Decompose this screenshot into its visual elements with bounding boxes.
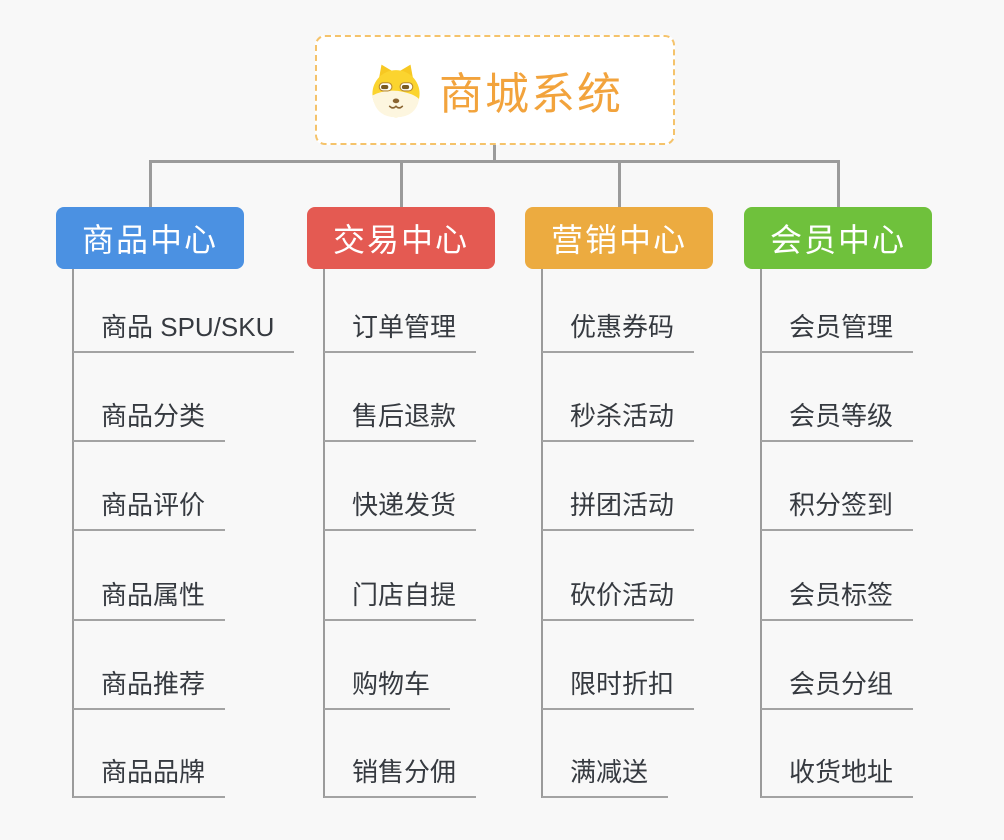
branch-node-0[interactable]: 商品中心 [56,207,244,269]
branch-node-1[interactable]: 交易中心 [307,207,495,269]
leaf-node[interactable]: 售后退款 [324,396,477,442]
dog-face-icon [372,64,420,118]
leaf-node[interactable]: 会员标签 [761,575,914,621]
leaf-node[interactable]: 拼团活动 [542,485,695,531]
leaf-node[interactable]: 快递发货 [324,485,477,531]
leaf-trunk-line-3 [760,269,762,798]
root-stem-line [493,145,496,163]
leaf-trunk-line-0 [72,269,74,798]
branch-node-3[interactable]: 会员中心 [744,207,932,269]
leaf-node[interactable]: 商品 SPU/SKU [73,307,295,353]
leaf-node[interactable]: 销售分佣 [324,752,477,798]
leaf-node[interactable]: 会员管理 [761,307,914,353]
leaf-node[interactable]: 积分签到 [761,485,914,531]
leaf-node[interactable]: 优惠券码 [542,307,695,353]
leaf-node[interactable]: 秒杀活动 [542,396,695,442]
leaf-node[interactable]: 会员等级 [761,396,914,442]
leaf-node[interactable]: 砍价活动 [542,575,695,621]
branch-drop-line-3 [837,160,840,207]
branch-drop-line-0 [149,160,152,207]
leaf-node[interactable]: 收货地址 [761,752,914,798]
leaf-trunk-line-2 [541,269,543,798]
branch-bus-line [150,160,840,163]
leaf-node[interactable]: 商品分类 [73,396,226,442]
leaf-node[interactable]: 商品属性 [73,575,226,621]
leaf-node[interactable]: 商品品牌 [73,752,226,798]
root-title: 商城系统 [439,70,623,119]
leaf-node[interactable]: 购物车 [324,664,451,710]
branch-drop-line-2 [618,160,621,207]
root-node-mall-system[interactable]: 商城系统 [315,35,675,145]
leaf-node[interactable]: 订单管理 [324,307,477,353]
leaf-trunk-line-1 [323,269,325,798]
leaf-node[interactable]: 满减送 [542,752,669,798]
leaf-node[interactable]: 限时折扣 [542,664,695,710]
leaf-node[interactable]: 会员分组 [761,664,914,710]
branch-drop-line-1 [400,160,403,207]
leaf-node[interactable]: 门店自提 [324,575,477,621]
branch-node-2[interactable]: 营销中心 [525,207,713,269]
leaf-node[interactable]: 商品推荐 [73,664,226,710]
leaf-node[interactable]: 商品评价 [73,485,226,531]
